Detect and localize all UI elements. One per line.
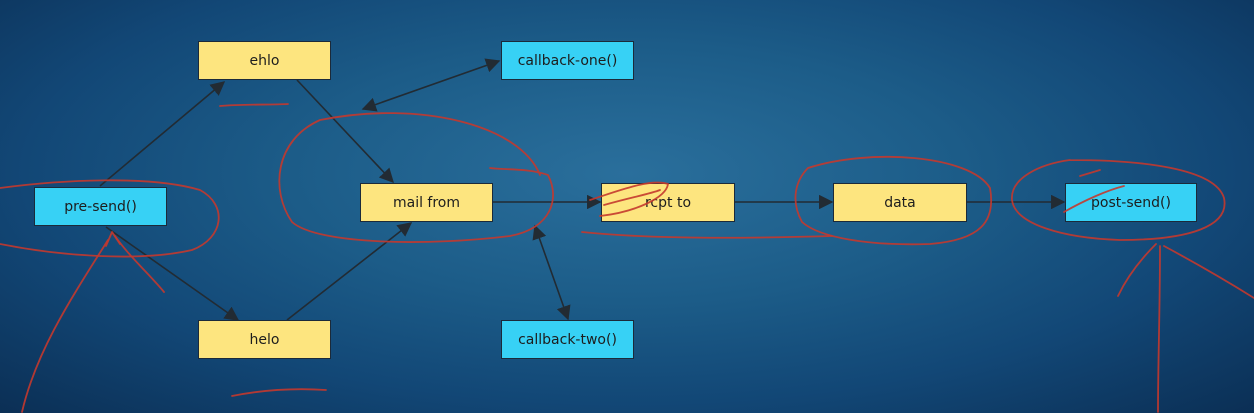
edge-presend-to-helo — [105, 226, 240, 321]
node-callback-one-label: callback-one() — [517, 52, 618, 69]
node-helo-label: helo — [249, 331, 280, 348]
node-data: data — [833, 183, 967, 222]
node-mail-from: mail from — [360, 183, 493, 222]
node-rcpt-to-label: rcpt to — [644, 194, 692, 211]
node-ehlo-label: ehlo — [249, 52, 280, 69]
node-callback-two: callback-two() — [501, 320, 634, 359]
node-ehlo: ehlo — [198, 41, 331, 80]
node-mail-from-label: mail from — [392, 194, 461, 211]
node-callback-one: callback-one() — [501, 41, 634, 80]
edge-helo-to-mailfrom — [286, 222, 413, 321]
node-helo: helo — [198, 320, 331, 359]
edge-callback-two-mailfrom — [532, 224, 571, 321]
node-pre-send: pre-send() — [34, 187, 167, 226]
node-post-send: post-send() — [1065, 183, 1197, 222]
edge-presend-to-ehlo — [99, 81, 226, 187]
node-post-send-label: post-send() — [1091, 194, 1171, 211]
edge-ehlo-to-mailfrom — [296, 79, 394, 184]
node-callback-two-label: callback-two() — [518, 331, 617, 348]
node-data-label: data — [884, 194, 916, 211]
edge-callback-one-mailfrom — [361, 58, 501, 112]
node-pre-send-label: pre-send() — [64, 198, 137, 215]
node-rcpt-to: rcpt to — [601, 183, 735, 222]
